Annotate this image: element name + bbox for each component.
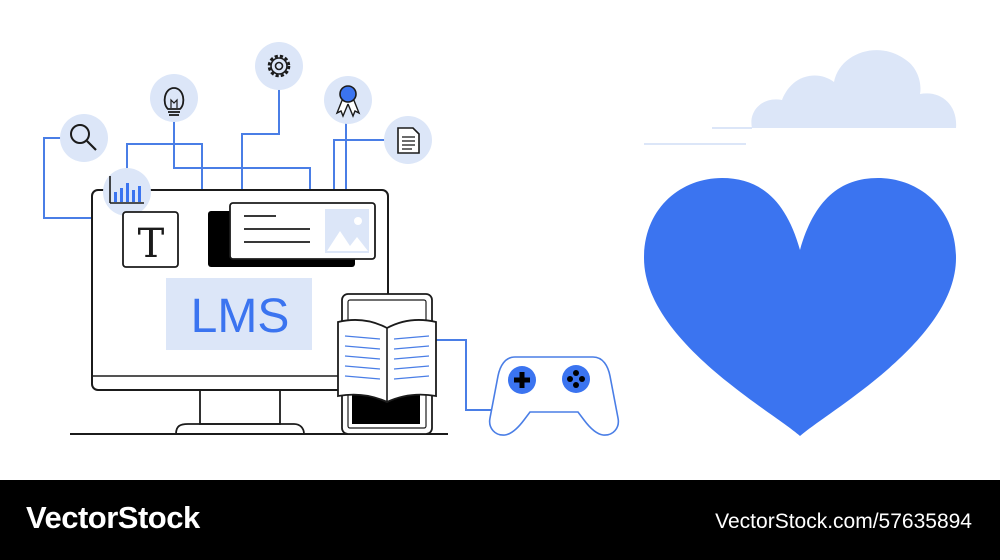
- brand-logo: VectorStock: [26, 500, 200, 535]
- lms-label: LMS: [191, 290, 290, 343]
- stock-url: VectorStock.com/57635894: [715, 510, 972, 533]
- heart-icon: [644, 178, 956, 436]
- connector-lines: [43, 88, 492, 411]
- gear-icon: [255, 42, 303, 90]
- lightbulb-icon: [150, 74, 198, 122]
- image-placeholder-icon: [325, 209, 369, 253]
- lms-label-box: LMS: [166, 278, 312, 350]
- search-icon: [60, 114, 108, 162]
- footer-bar: VectorStock VectorStock.com/57635894: [0, 480, 1000, 560]
- cloud-icon: [644, 50, 957, 145]
- lms-illustration: T LMS: [43, 42, 957, 436]
- document-icon: [384, 116, 432, 164]
- bar-chart-icon: [103, 168, 151, 216]
- text-tile: T: [122, 211, 179, 268]
- text-tile-glyph: T: [138, 221, 165, 267]
- award-ribbon-icon: [324, 76, 372, 124]
- gamepad-icon: [488, 356, 620, 436]
- open-book-icon: [337, 319, 437, 403]
- content-card: [208, 202, 376, 267]
